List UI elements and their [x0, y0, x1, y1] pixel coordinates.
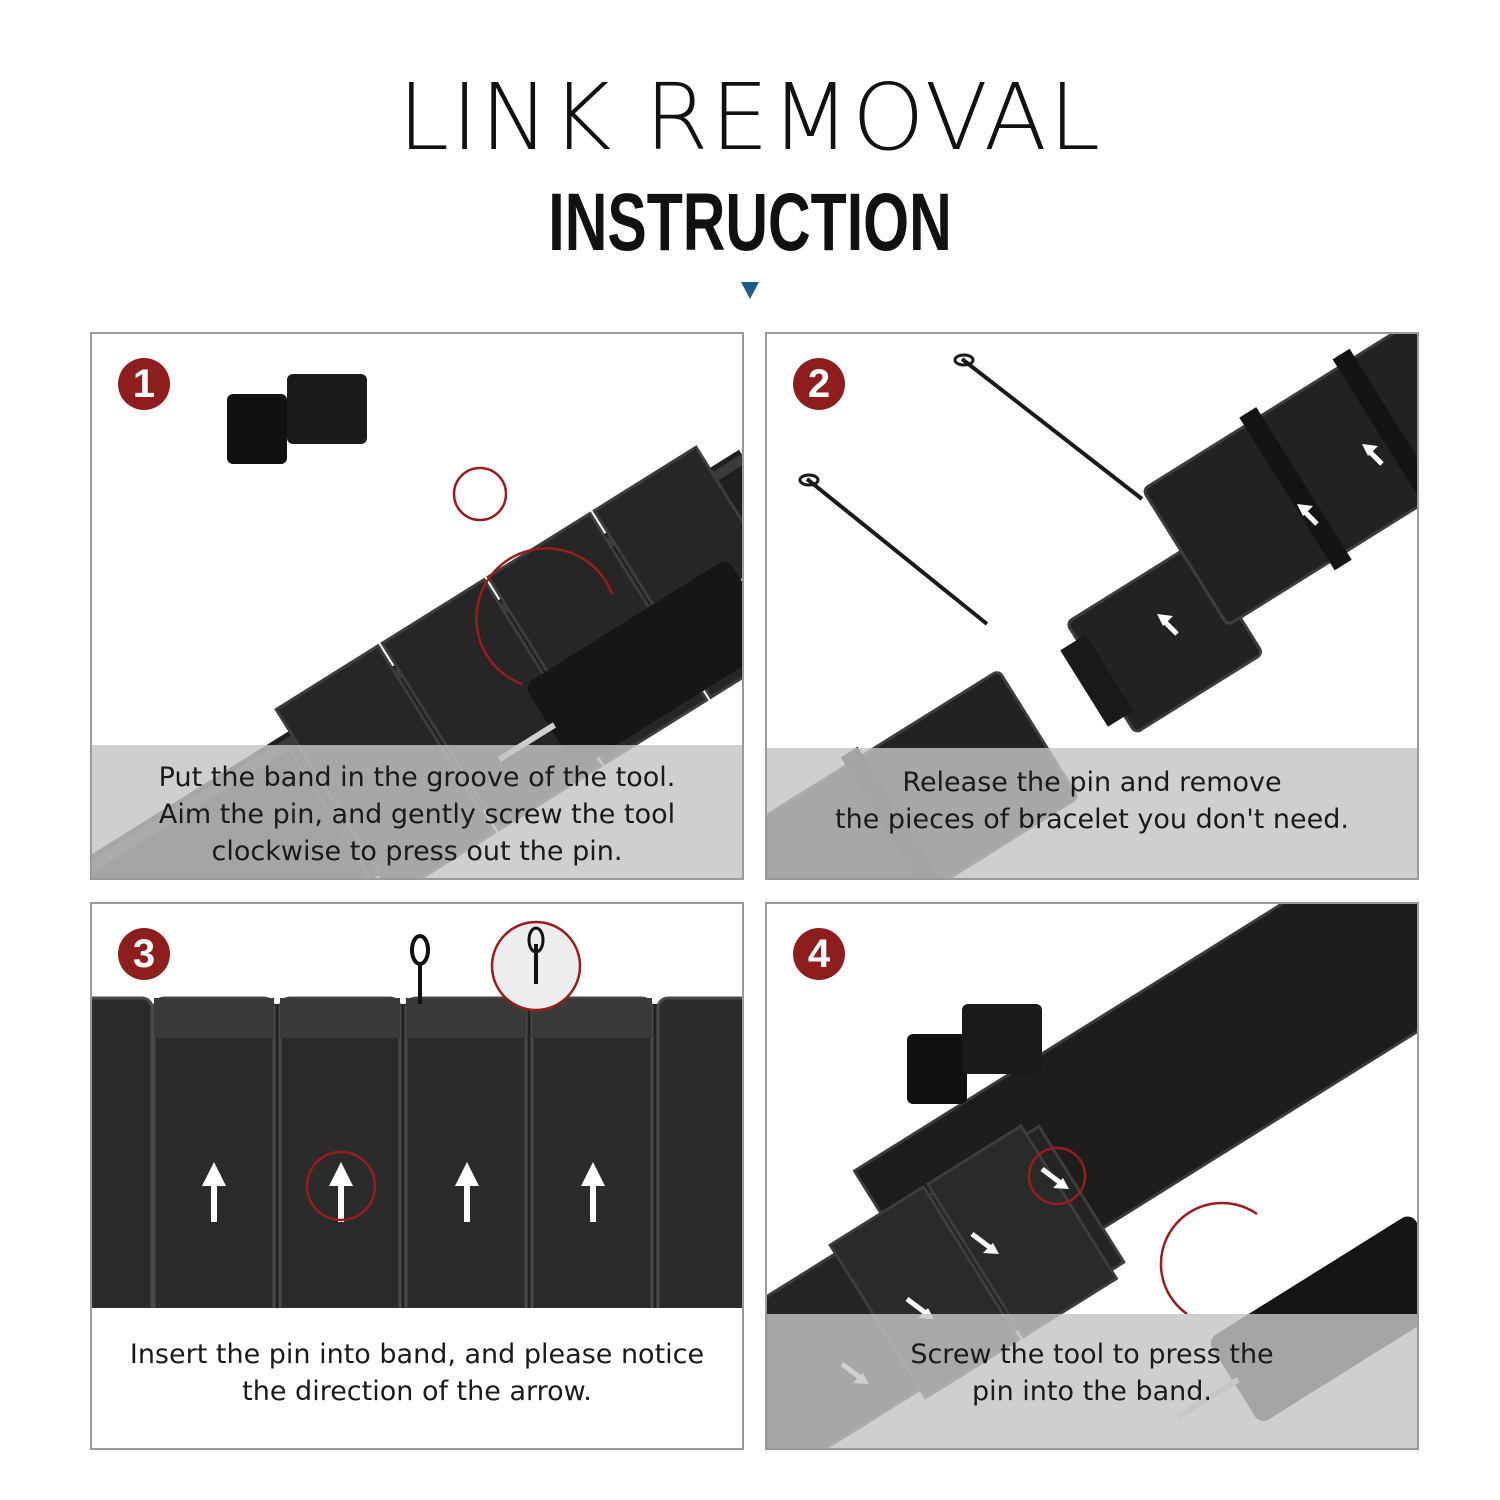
step-panel-4: 4 Screw the tool to press the pin into t…: [765, 902, 1419, 1450]
caption-line: Insert the pin into band, and please not…: [129, 1339, 705, 1370]
caption-line: the pieces of bracelet you don't need.: [835, 804, 1349, 835]
page-title: LINK REMOVAL: [397, 64, 1103, 171]
step-caption: Screw the tool to press the pin into the…: [767, 1314, 1417, 1448]
pin-icon: [805, 477, 989, 626]
step-caption: Release the pin and remove the pieces of…: [767, 748, 1417, 878]
step-badge: 1: [118, 358, 170, 410]
arrow-icons: [392, 334, 711, 586]
caret-down-icon: [741, 282, 759, 299]
caption-line: pin into the band.: [971, 1376, 1213, 1407]
arrow-icons: [1039, 444, 1384, 746]
highlight-circle-icon: [305, 1150, 377, 1222]
step-panel-1: 1 Put the band in the groove of the tool…: [90, 332, 744, 880]
caption-line: the direction of the arrow.: [242, 1376, 592, 1407]
step-caption: Put the band in the groove of the tool. …: [92, 745, 742, 878]
step-badge: 4: [793, 928, 845, 980]
page-subtitle: INSTRUCTION: [548, 177, 952, 268]
step-caption: Insert the pin into band, and please not…: [92, 1308, 742, 1448]
rotate-arrow-icon: [475, 547, 614, 686]
caption-line: Put the band in the groove of the tool.: [158, 762, 676, 793]
step-badge: 2: [793, 358, 845, 410]
step-panel-2: 2 Release the pin and remove the pieces …: [765, 332, 1419, 880]
caption-line: Aim the pin, and gently screw the tool: [158, 799, 676, 830]
highlight-circle-icon: [1027, 1146, 1087, 1206]
caption-line: Release the pin and remove: [902, 767, 1282, 798]
caption-line: Screw the tool to press the: [910, 1339, 1274, 1370]
rotate-arrow-icon: [1159, 1201, 1258, 1316]
highlight-circle-icon: [452, 466, 508, 522]
caption-line: clockwise to press out the pin.: [211, 836, 623, 867]
step-panel-3: 3 Insert the pin into band, and please n…: [90, 902, 744, 1450]
step-3-illustration: [92, 920, 742, 1330]
step-badge: 3: [118, 928, 170, 980]
pin-icon: [960, 357, 1144, 501]
arrow-icons: [202, 1162, 605, 1222]
